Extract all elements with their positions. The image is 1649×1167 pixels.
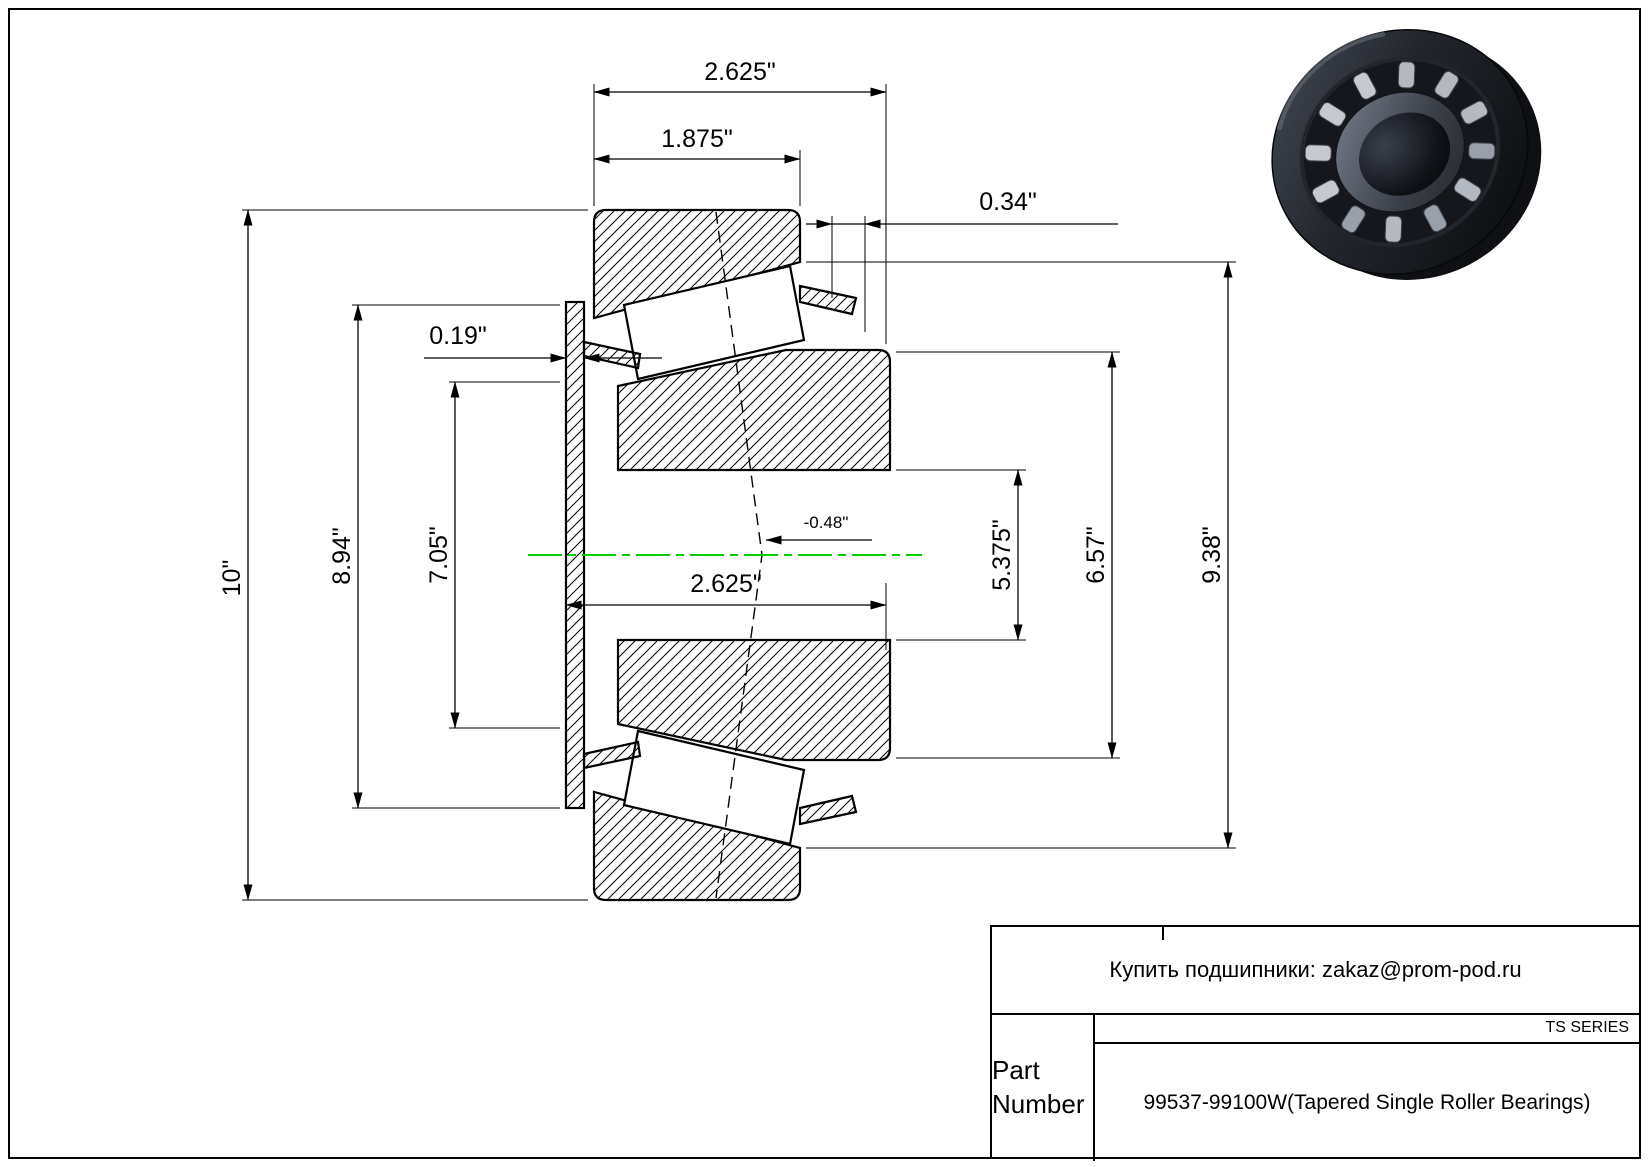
bearing-rollers [1304, 61, 1496, 243]
sheet-border [8, 8, 1641, 1159]
dim-rib-dia: 7.05" [425, 381, 560, 729]
dimensions: 2.625" 1.875" 0.34" 0.19" [218, 58, 1236, 901]
dim-bore-dia: 5.375" [896, 469, 1026, 641]
cage-upper-right [798, 284, 858, 316]
contact-row: Купить подшипники: zakaz@prom-pod.ru [992, 927, 1639, 1015]
cone-lower [616, 638, 892, 762]
dim-label-flange-od: 9.38" [1198, 526, 1226, 584]
cage-lower-right [798, 794, 858, 826]
dim-flange-od: 9.38" [806, 261, 1236, 849]
dim-load-center: -0.48" [765, 513, 872, 545]
cup-upper [592, 208, 802, 320]
dim-cup-standout: 0.34" [806, 188, 1118, 332]
dim-cup-front-dia: 6.57" [896, 351, 1120, 759]
dim-label-cup-standout: 0.34" [979, 188, 1037, 216]
contact-text: Купить подшипники: zakaz@prom-pod.ru [1109, 957, 1522, 982]
part-number-value: 99537-99100W(Tapered Single Roller Beari… [1143, 1090, 1591, 1114]
cup-lower [592, 790, 802, 902]
dim-label-cone-front-width: 1.875" [661, 125, 732, 153]
dim-bore-width: 2.625" [565, 570, 887, 650]
roller-lower [622, 729, 806, 846]
dim-label-top-width: 2.625" [704, 58, 775, 86]
title-block: Купить подшипники: zakaz@prom-pod.ru TS … [990, 925, 1639, 1161]
dim-label-bore-width: 2.625" [690, 570, 761, 598]
dim-label-flange-thickness: 0.19" [429, 322, 487, 350]
dim-label-load-center: -0.48" [804, 513, 849, 532]
dim-housing-od: 10" [218, 209, 588, 901]
title-block-divider [1095, 1042, 1639, 1044]
bearing-3d-image [1271, 28, 1542, 280]
part-number-label: Part Number [992, 1015, 1095, 1161]
dim-label-cup-od: 8.94" [328, 527, 356, 585]
dim-flange-thickness: 0.19" [424, 322, 662, 363]
dim-cup-od: 8.94" [328, 304, 560, 809]
dim-label-rib-dia: 7.05" [425, 526, 453, 584]
series-label: TS SERIES [1545, 1019, 1629, 1036]
cross-section [528, 208, 922, 902]
dim-label-cup-front-dia: 6.57" [1082, 526, 1110, 584]
cone-upper [616, 348, 892, 472]
dim-label-housing-od: 10" [218, 560, 246, 597]
cage-upper-left [582, 340, 642, 370]
dim-top-width: 2.625" [593, 58, 887, 344]
cage-lower-left [582, 740, 642, 770]
dim-cone-front-width: 1.875" [593, 125, 801, 206]
title-block-tick [1162, 927, 1164, 940]
dim-label-bore-dia: 5.375" [988, 519, 1016, 590]
